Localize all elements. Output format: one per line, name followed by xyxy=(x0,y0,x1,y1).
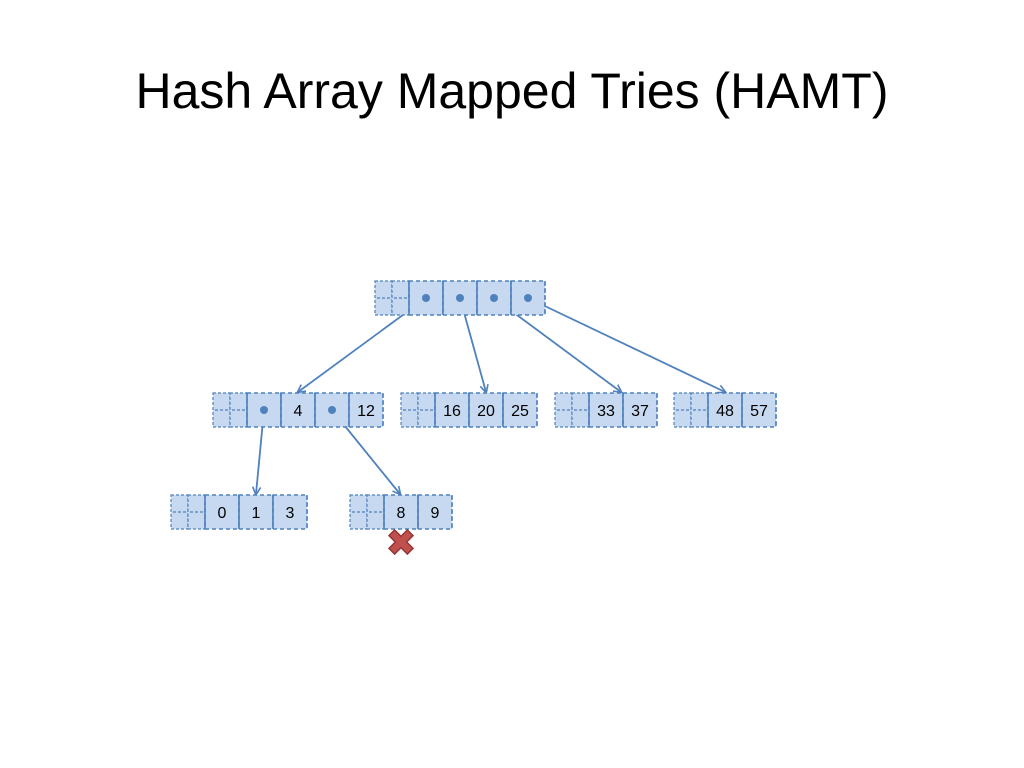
cell-value: 48 xyxy=(716,403,734,420)
node-root xyxy=(374,280,546,316)
value-cell xyxy=(238,494,274,530)
value-cell xyxy=(348,392,384,428)
cell-value: 16 xyxy=(443,403,461,420)
value-cell xyxy=(502,392,538,428)
cell-value: 20 xyxy=(477,403,495,420)
node-n48: 48 57 xyxy=(673,392,777,428)
node-n16: 16 20 25 xyxy=(400,392,538,428)
markers-layer xyxy=(387,528,415,556)
cell-value: 25 xyxy=(511,403,529,420)
cell-value: 4 xyxy=(294,403,303,420)
value-cell xyxy=(468,392,504,428)
edge-root-3-to-n48 xyxy=(527,297,725,392)
cell-value: 33 xyxy=(597,403,615,420)
cell-value: 0 xyxy=(218,505,227,522)
pointer-dot xyxy=(490,294,498,302)
cell-value: 12 xyxy=(357,403,375,420)
value-cell xyxy=(707,392,743,428)
value-cell xyxy=(280,392,316,428)
cell-value: 9 xyxy=(431,505,440,522)
cell-value: 8 xyxy=(397,505,406,522)
cell-value: 3 xyxy=(286,505,295,522)
red-x-icon xyxy=(387,528,415,556)
cell-value: 37 xyxy=(631,403,649,420)
pointer-dot xyxy=(260,406,268,414)
cell-value: 57 xyxy=(750,403,768,420)
node-n33: 33 37 xyxy=(554,392,658,428)
node-n0: 0 1 3 xyxy=(170,494,308,530)
value-cell xyxy=(588,392,624,428)
slide-title: Hash Array Mapped Tries (HAMT) xyxy=(135,63,889,119)
cell-value: 1 xyxy=(252,505,261,522)
pointer-dot xyxy=(524,294,532,302)
pointer-dot xyxy=(422,294,430,302)
node-n4: 4 12 xyxy=(212,392,384,428)
pointer-dot xyxy=(328,406,336,414)
pointer-dot xyxy=(456,294,464,302)
